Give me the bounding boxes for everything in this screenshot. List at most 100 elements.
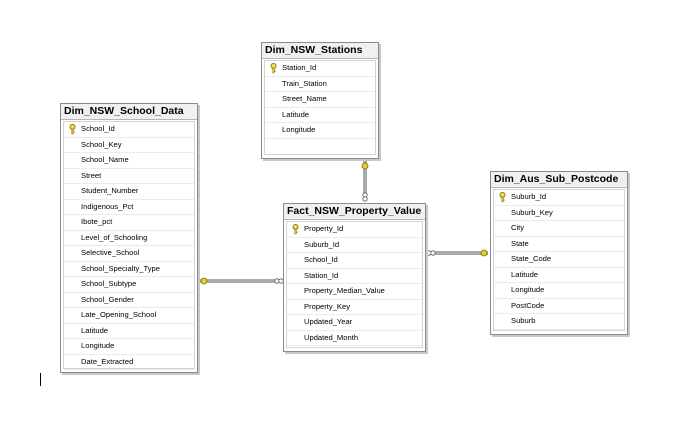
column-name: Suburb_Id xyxy=(511,192,547,201)
column-name: Suburb xyxy=(511,316,536,325)
column-row[interactable]: Date_Extracted xyxy=(64,355,194,370)
column-row[interactable]: Latitude xyxy=(64,324,194,339)
column-row[interactable]: Property_Key xyxy=(287,300,422,315)
column-name: Station_Id xyxy=(304,270,339,280)
column-name: Street xyxy=(81,170,102,180)
column-name: Latitude xyxy=(282,109,310,119)
column-name: School_Subtype xyxy=(81,279,137,288)
column-row[interactable]: Train_Station xyxy=(265,77,375,92)
column-row[interactable]: Street xyxy=(64,169,194,184)
column-name: City xyxy=(511,223,525,232)
column-row[interactable]: Suburb xyxy=(494,314,624,330)
column-row[interactable]: Suburb_Key xyxy=(494,206,624,221)
relationship-postcode-property[interactable] xyxy=(426,249,488,257)
table-title[interactable]: Dim_NSW_Stations xyxy=(262,43,378,59)
column-name: Level_of_Schooling xyxy=(81,232,148,242)
column-name: Latitude xyxy=(511,269,539,279)
column-row[interactable]: PostCode xyxy=(494,299,624,314)
column-row[interactable]: School_Name xyxy=(64,153,194,169)
column-row[interactable]: Street_Name xyxy=(265,92,375,108)
column-row[interactable]: Student_Number xyxy=(64,184,194,200)
column-row[interactable]: City xyxy=(494,221,624,237)
column-name: School_Gender xyxy=(81,294,134,304)
column-name: Suburb_Id xyxy=(304,239,340,249)
table-title[interactable]: Dim_Aus_Sub_Postcode xyxy=(491,172,627,188)
column-name: Updated_Year xyxy=(304,317,353,326)
relationship-school-property[interactable] xyxy=(200,277,284,285)
column-name: School_Key xyxy=(81,139,122,149)
key-icon xyxy=(69,124,76,135)
column-row[interactable]: Late_Opening_School xyxy=(64,308,194,324)
column-row[interactable]: Latitude xyxy=(265,108,375,123)
column-name: Late_Opening_School xyxy=(81,310,157,319)
column-row[interactable]: School_Subtype xyxy=(64,277,194,293)
column-row[interactable]: Property_Median_Value xyxy=(287,284,422,300)
column-row[interactable]: Indigenous_Pct xyxy=(64,200,194,215)
key-icon xyxy=(292,224,299,235)
column-row[interactable]: Ibote_pct xyxy=(64,215,194,231)
column-row[interactable]: Longitude xyxy=(265,123,375,139)
table-title[interactable]: Dim_NSW_School_Data xyxy=(61,104,197,120)
table-title[interactable]: Fact_NSW_Property_Value xyxy=(284,204,425,220)
column-name: Property_Key xyxy=(304,301,351,311)
column-name: Ibote_pct xyxy=(81,217,113,226)
column-name: Selective_School xyxy=(81,248,140,257)
column-name: Property_Id xyxy=(304,224,344,233)
primary-key-column[interactable]: Suburb_Id xyxy=(494,190,624,206)
column-row[interactable]: School_Specialty_Type xyxy=(64,262,194,277)
column-name: Station_Id xyxy=(282,63,317,72)
column-name: School_Id xyxy=(304,255,338,264)
column-row[interactable]: Updated_Month xyxy=(287,331,422,346)
one-end-key-icon xyxy=(200,277,208,285)
text-cursor xyxy=(40,373,41,386)
column-name: Longitude xyxy=(81,341,115,350)
many-end-infinity-icon-2 xyxy=(430,250,436,256)
column-name: Student_Number xyxy=(81,186,139,195)
column-row[interactable]: School_Gender xyxy=(64,293,194,308)
column-name: School_Id xyxy=(81,124,115,133)
column-name: PostCode xyxy=(511,300,545,310)
column-row[interactable]: State_Code xyxy=(494,252,624,268)
primary-key-column[interactable]: School_Id xyxy=(64,122,194,138)
one-end-key-icon xyxy=(480,249,488,257)
many-end-infinity-icon-2 xyxy=(362,196,368,202)
primary-key-column[interactable]: Station_Id xyxy=(265,61,375,77)
column-row[interactable]: Selective_School xyxy=(64,246,194,262)
column-row[interactable]: School_Key xyxy=(64,138,194,153)
key-icon xyxy=(499,192,506,203)
relationship-stations-property[interactable] xyxy=(361,160,369,202)
column-row[interactable]: School_Id xyxy=(287,253,422,269)
column-row[interactable]: Suburb_Id xyxy=(287,238,422,253)
column-name: Longitude xyxy=(511,285,545,294)
column-row[interactable]: Station_Id xyxy=(287,269,422,284)
one-end-key-icon xyxy=(361,162,369,170)
primary-key-column[interactable]: Property_Id xyxy=(287,222,422,238)
column-name: Latitude xyxy=(81,325,109,335)
column-row[interactable]: Level_of_Schooling xyxy=(64,231,194,246)
column-name: State_Code xyxy=(511,254,552,263)
column-row[interactable]: Longitude xyxy=(64,339,194,355)
column-name: School_Name xyxy=(81,155,129,164)
column-row[interactable]: Longitude xyxy=(494,283,624,299)
column-row[interactable]: State xyxy=(494,237,624,252)
column-name: Train_Station xyxy=(282,78,327,88)
column-name: Date_Extracted xyxy=(81,356,134,366)
column-name: Property_Median_Value xyxy=(304,286,385,295)
column-name: State xyxy=(511,238,529,248)
key-icon xyxy=(270,63,277,74)
column-name: Indigenous_Pct xyxy=(81,201,134,211)
column-name: Updated_Month xyxy=(304,332,359,342)
column-row[interactable]: Latitude xyxy=(494,268,624,283)
column-row[interactable]: Updated_Year xyxy=(287,315,422,331)
column-name: Longitude xyxy=(282,125,316,134)
column-name: Suburb_Key xyxy=(511,207,553,217)
